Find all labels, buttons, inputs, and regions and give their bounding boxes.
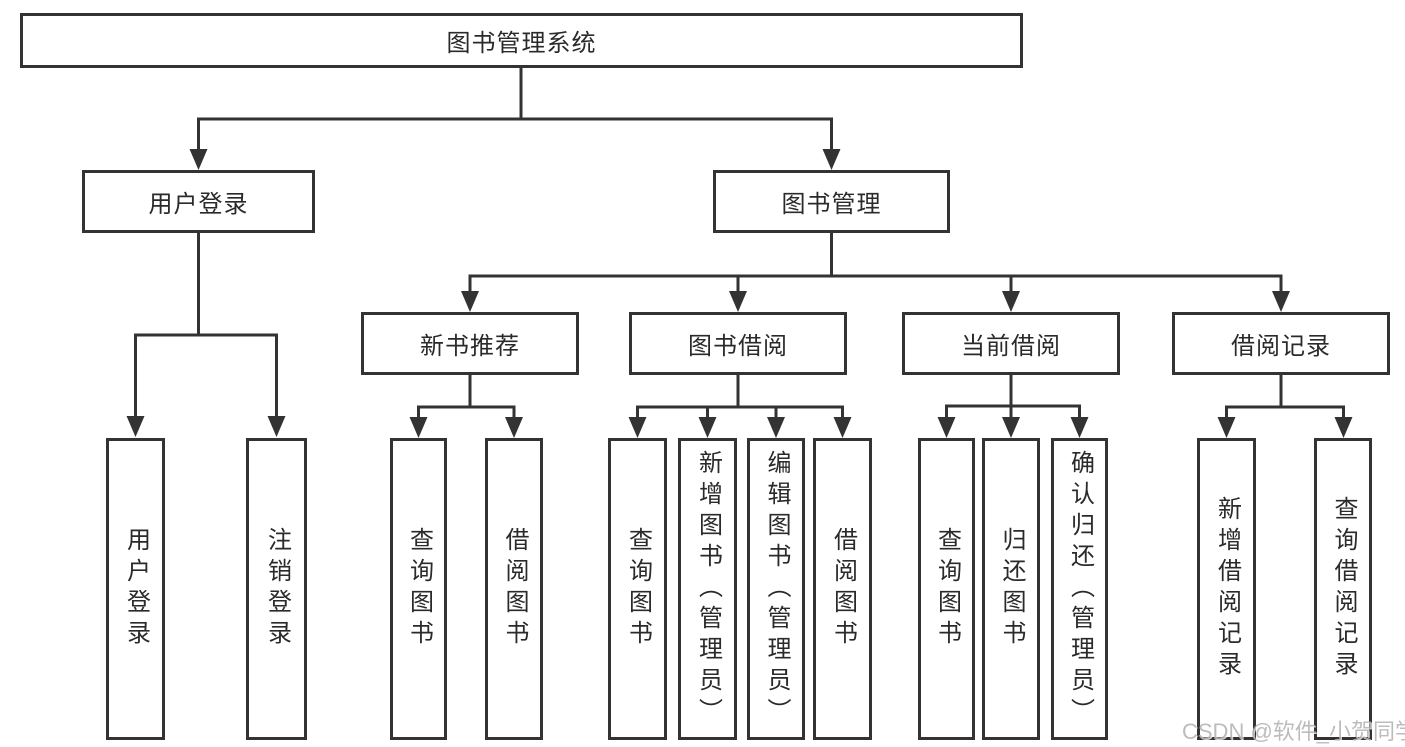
connector-new-book-recommend-to-leaves — [417, 375, 516, 420]
node-root: 图书管理系统 — [20, 13, 1023, 68]
arrow-down-icon — [822, 149, 841, 170]
leaf-query-borrow-record-label: 查询借阅记录 — [1330, 496, 1357, 682]
leaf-return-book: 归还图书 — [982, 438, 1040, 740]
connector-lines — [134, 68, 1345, 420]
leaf-confirm-return-admin: 确认归还（管理员） — [1051, 438, 1108, 740]
node-book-management: 图书管理 — [713, 170, 950, 233]
leaf-borrow-book: 借阅图书 — [813, 438, 872, 740]
node-new-book-recommend-label: 新书推荐 — [420, 333, 520, 360]
leaf-current-query-books: 查询图书 — [918, 438, 975, 740]
node-borrow-records-label: 借阅记录 — [1231, 333, 1331, 360]
connector-root-to-level2 — [197, 68, 833, 152]
arrowhead-icons — [126, 149, 1353, 438]
connector-book-management-to-level3 — [468, 233, 1283, 294]
leaf-logout-label: 注销登录 — [263, 527, 291, 651]
leaf-add-borrow-record: 新增借阅记录 — [1197, 438, 1256, 740]
leaf-recommend-borrow-books-label: 借阅图书 — [501, 527, 528, 651]
arrow-down-icon — [267, 416, 286, 437]
arrow-down-icon — [833, 417, 852, 438]
arrow-down-icon — [189, 149, 208, 170]
arrow-down-icon — [698, 417, 717, 438]
arrow-down-icon — [1002, 417, 1020, 438]
leaf-recommend-borrow-books: 借阅图书 — [485, 438, 543, 740]
node-current-borrow-label: 当前借阅 — [961, 333, 1061, 360]
leaf-borrow-book-label: 借阅图书 — [829, 527, 857, 651]
leaf-add-book-admin: 新增图书（管理员） — [678, 438, 737, 740]
connector-user-login-to-leaves — [134, 233, 278, 419]
leaf-current-query-books-label: 查询图书 — [933, 527, 961, 651]
arrow-down-icon — [729, 291, 747, 312]
arrow-down-icon — [505, 417, 523, 438]
leaf-recommend-query-books-label: 查询图书 — [405, 527, 433, 651]
arrow-down-icon — [126, 416, 145, 437]
arrow-down-icon — [1272, 291, 1290, 312]
connector-book-borrow-to-leaves — [636, 375, 844, 420]
leaf-confirm-return-admin-label: 确认归还（管理员） — [1066, 449, 1094, 729]
connector-current-borrow-to-leaves — [945, 375, 1081, 420]
node-book-management-label: 图书管理 — [781, 191, 882, 218]
arrow-down-icon — [1070, 417, 1089, 438]
leaf-add-book-admin-label: 新增图书（管理员） — [694, 449, 722, 729]
node-user-login: 用户登录 — [82, 170, 315, 233]
arrow-down-icon — [1002, 291, 1020, 312]
leaf-add-borrow-record-label: 新增借阅记录 — [1213, 496, 1241, 682]
leaf-borrow-query-books: 查询图书 — [608, 438, 667, 740]
arrow-down-icon — [937, 417, 956, 438]
connector-borrow-records-to-leaves — [1225, 375, 1345, 420]
arrow-down-icon — [628, 417, 647, 438]
leaf-edit-book-admin: 编辑图书（管理员） — [747, 438, 805, 740]
leaf-recommend-query-books: 查询图书 — [390, 438, 447, 740]
node-book-borrow-label: 图书借阅 — [688, 333, 788, 360]
leaf-return-book-label: 归还图书 — [998, 527, 1025, 651]
arrow-down-icon — [1217, 417, 1236, 438]
node-book-borrow: 图书借阅 — [629, 312, 847, 375]
node-root-label: 图书管理系统 — [446, 30, 597, 57]
leaf-edit-book-admin-label: 编辑图书（管理员） — [763, 449, 790, 729]
arrow-down-icon — [409, 417, 428, 438]
arrow-down-icon — [767, 417, 785, 438]
arrow-down-icon — [1334, 417, 1353, 438]
node-new-book-recommend: 新书推荐 — [361, 312, 579, 375]
node-borrow-records: 借阅记录 — [1172, 312, 1390, 375]
leaf-logout: 注销登录 — [246, 438, 307, 740]
arrow-down-icon — [461, 291, 479, 312]
leaf-user-login-label: 用户登录 — [122, 527, 150, 651]
leaf-borrow-query-books-label: 查询图书 — [624, 527, 652, 651]
node-user-login-label: 用户登录 — [148, 191, 249, 218]
leaf-query-borrow-record: 查询借阅记录 — [1314, 438, 1372, 740]
leaf-user-login: 用户登录 — [106, 438, 165, 740]
node-current-borrow: 当前借阅 — [902, 312, 1120, 375]
csdn-watermark: CSDN @软件_小贺同学 — [1182, 719, 1405, 744]
